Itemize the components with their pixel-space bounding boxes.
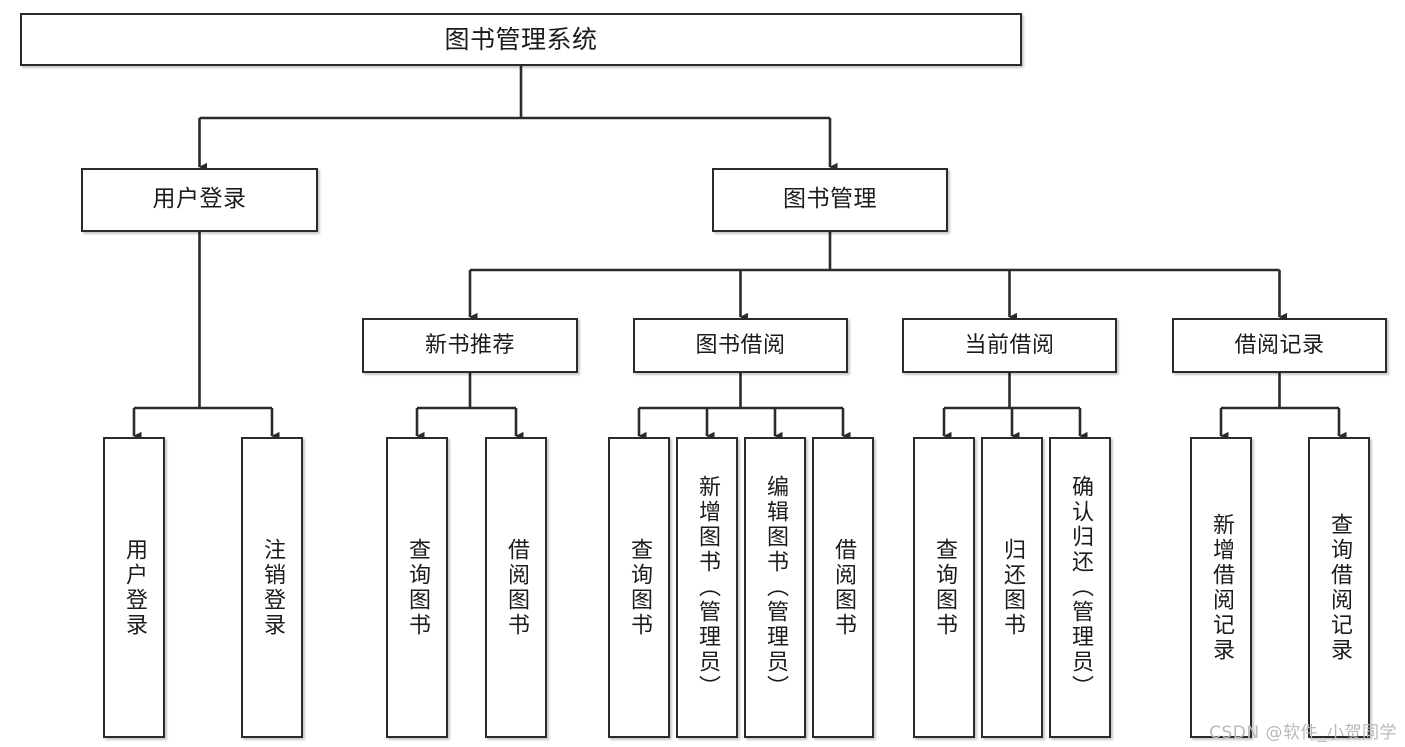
node-leaf-user-logout[interactable]: 注销登录 [241,437,303,738]
node-label: 用户登录 [152,186,247,213]
node-leaf-query-book-3[interactable]: 查询图书 [913,437,975,738]
node-leaf-add-record[interactable]: 新增借阅记录 [1190,437,1252,738]
node-leaf-borrow-book-2[interactable]: 借阅图书 [812,437,874,738]
node-label: 查询图书 [404,537,430,638]
node-leaf-confirm-return[interactable]: 确认归还（管理员） [1049,437,1111,738]
node-leaf-edit-book[interactable]: 编辑图书（管理员） [744,437,806,738]
node-label: 查询借阅记录 [1326,512,1352,663]
node-label: 查询图书 [931,537,957,638]
node-leaf-query-record[interactable]: 查询借阅记录 [1308,437,1370,738]
csdn-watermark: CSDN @软件_小贺同学 [1209,723,1397,743]
node-label: 借阅图书 [503,537,529,638]
node-label: 借阅记录 [1234,332,1325,358]
node-leaf-user-login[interactable]: 用户登录 [103,437,165,738]
node-new-book-recommend[interactable]: 新书推荐 [362,318,578,373]
node-book-borrow[interactable]: 图书借阅 [633,318,848,373]
node-leaf-query-book-2[interactable]: 查询图书 [608,437,670,738]
node-leaf-query-book-1[interactable]: 查询图书 [386,437,448,738]
node-book-management[interactable]: 图书管理 [712,168,948,232]
node-label: 用户登录 [121,537,147,638]
node-label: 图书借阅 [695,332,786,358]
node-label: 确认归还（管理员） [1067,475,1093,700]
node-user-login[interactable]: 用户登录 [81,168,318,232]
node-borrow-record[interactable]: 借阅记录 [1172,318,1387,373]
node-root-book-management-system[interactable]: 图书管理系统 [20,13,1022,66]
node-label: 新书推荐 [424,332,515,358]
node-label: 注销登录 [259,537,285,638]
node-label: 图书管理系统 [444,24,598,54]
node-label: 编辑图书（管理员） [762,475,788,700]
node-label: 图书管理 [783,186,877,213]
node-leaf-add-book[interactable]: 新增图书（管理员） [676,437,738,738]
node-label: 新增借阅记录 [1208,512,1234,663]
node-label: 归还图书 [999,537,1025,638]
node-label: 查询图书 [626,537,652,638]
node-current-borrow[interactable]: 当前借阅 [902,318,1117,373]
node-leaf-return-book[interactable]: 归还图书 [981,437,1043,738]
node-label: 当前借阅 [964,332,1055,358]
node-label: 借阅图书 [830,537,856,638]
node-label: 新增图书（管理员） [694,475,720,700]
node-leaf-borrow-book-1[interactable]: 借阅图书 [485,437,547,738]
